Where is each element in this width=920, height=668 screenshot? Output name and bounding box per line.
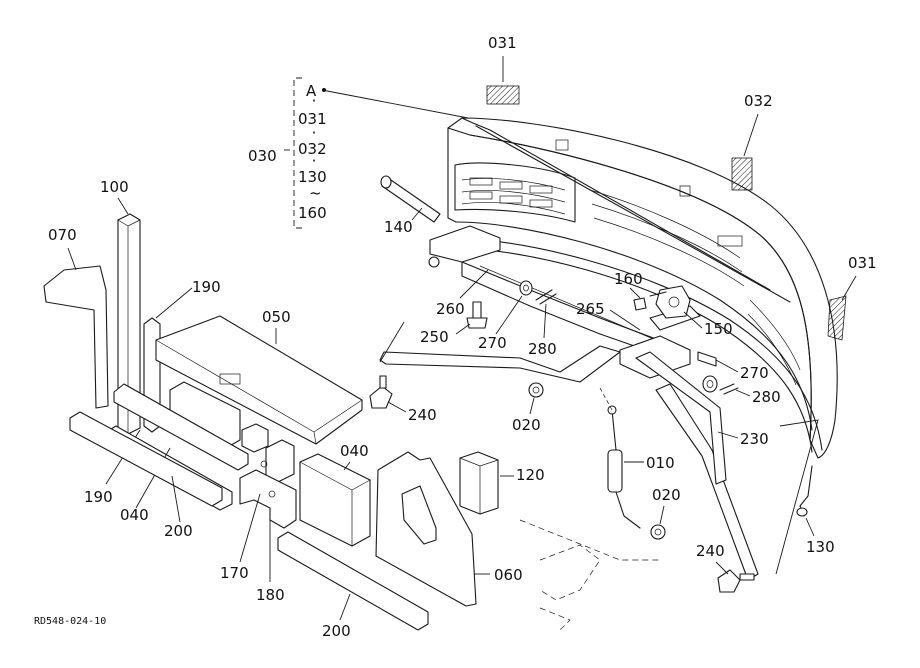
callout-050: 050 — [262, 308, 291, 326]
callout-265: 265 — [576, 300, 605, 318]
set-box-label: 030 — [248, 147, 277, 165]
set-item-130: 130 — [298, 168, 327, 186]
callout-120: 120 — [516, 466, 545, 484]
callout-140: 140 — [384, 218, 413, 236]
part-170-foam-piece: 170 — [220, 469, 297, 582]
part-240-bolt-right: 240 — [696, 542, 755, 593]
svg-text:·: · — [312, 92, 317, 110]
part-270-washer-right: 270 — [697, 351, 769, 393]
part-010-gas-strut: 010 — [599, 387, 675, 529]
part-200-foam-bar-left: 200 — [69, 411, 223, 540]
set-box: 030 A · 031 · 032 · 130 ~ 160 — [248, 77, 469, 229]
part-120-foam-pad: 120 — [459, 451, 545, 515]
decal-031-right: 031 — [827, 254, 877, 341]
set-item-range: ~ — [309, 184, 322, 202]
callout-190-top: 190 — [192, 278, 221, 296]
part-280-pin-right: 280 — [719, 383, 781, 406]
part-070-foam: 070 — [43, 226, 109, 409]
callout-270-left: 270 — [478, 334, 507, 352]
decal-032: 032 — [731, 92, 773, 191]
decal-031-top: 031 — [486, 34, 520, 105]
callout-200-left: 200 — [164, 522, 193, 540]
callout-010: 010 — [646, 454, 675, 472]
callout-100: 100 — [100, 178, 129, 196]
part-200-foam-bar-bottom: 200 — [277, 531, 429, 640]
callout-180: 180 — [256, 586, 285, 604]
callout-070: 070 — [48, 226, 77, 244]
part-040-foam-block-right: 040 — [299, 442, 371, 547]
svg-text:·: · — [312, 124, 317, 142]
callout-040-left: 040 — [120, 506, 149, 524]
callout-260: 260 — [436, 300, 465, 318]
part-060-side-panel: 060 — [375, 451, 523, 607]
callout-170: 170 — [220, 564, 249, 582]
callout-240-right: 240 — [696, 542, 725, 560]
part-020-nut-right: 020 — [650, 486, 681, 540]
svg-text:·: · — [312, 152, 317, 170]
front-grille — [454, 162, 576, 223]
frame-reference — [519, 519, 660, 631]
callout-160: 160 — [614, 270, 643, 288]
callout-020-left: 020 — [512, 416, 541, 434]
callout-230: 230 — [740, 430, 769, 448]
bonnet-hood — [439, 117, 838, 459]
part-230-support-arm: 230 — [379, 321, 819, 581]
part-150-latch: 150 — [649, 285, 733, 338]
part-160-screw: 160 — [614, 270, 647, 311]
part-280-pin-left: 280 — [528, 289, 557, 358]
part-270-washer-left: 270 — [478, 280, 533, 352]
callout-240-left: 240 — [408, 406, 437, 424]
part-050-foam-block: 050 — [155, 308, 363, 445]
part-140-handle: 140 — [380, 175, 441, 236]
callout-190-left: 190 — [84, 488, 113, 506]
part-130-hook: 130 — [796, 465, 835, 556]
callout-280-right: 280 — [752, 388, 781, 406]
set-item-032: 032 — [298, 140, 327, 158]
callout-130: 130 — [806, 538, 835, 556]
part-190-foam-strip-left: 190 — [84, 383, 249, 506]
set-item-031: 031 — [298, 110, 327, 128]
callout-060: 060 — [494, 566, 523, 584]
callout-270-right: 270 — [740, 364, 769, 382]
part-100-foam-strip: 100 — [100, 178, 141, 435]
part-180-foam-piece: 180 — [256, 518, 285, 604]
callout-031-top: 031 — [488, 34, 517, 52]
callout-040-right: 040 — [340, 442, 369, 460]
callout-020-right: 020 — [652, 486, 681, 504]
set-item-a: A — [306, 82, 317, 100]
set-item-160: 160 — [298, 204, 327, 222]
callout-150: 150 — [704, 320, 733, 338]
part-240-bolt-left: 240 — [369, 375, 437, 424]
callout-280-left: 280 — [528, 340, 557, 358]
callout-032: 032 — [744, 92, 773, 110]
callout-250: 250 — [420, 328, 449, 346]
callout-200-bottom: 200 — [322, 622, 351, 640]
drawing-code: RD548-024-10 — [34, 616, 106, 627]
part-250-bolt: 250 — [420, 301, 488, 346]
callout-031-right: 031 — [848, 254, 877, 272]
part-020-nut-left: 020 — [512, 382, 544, 434]
